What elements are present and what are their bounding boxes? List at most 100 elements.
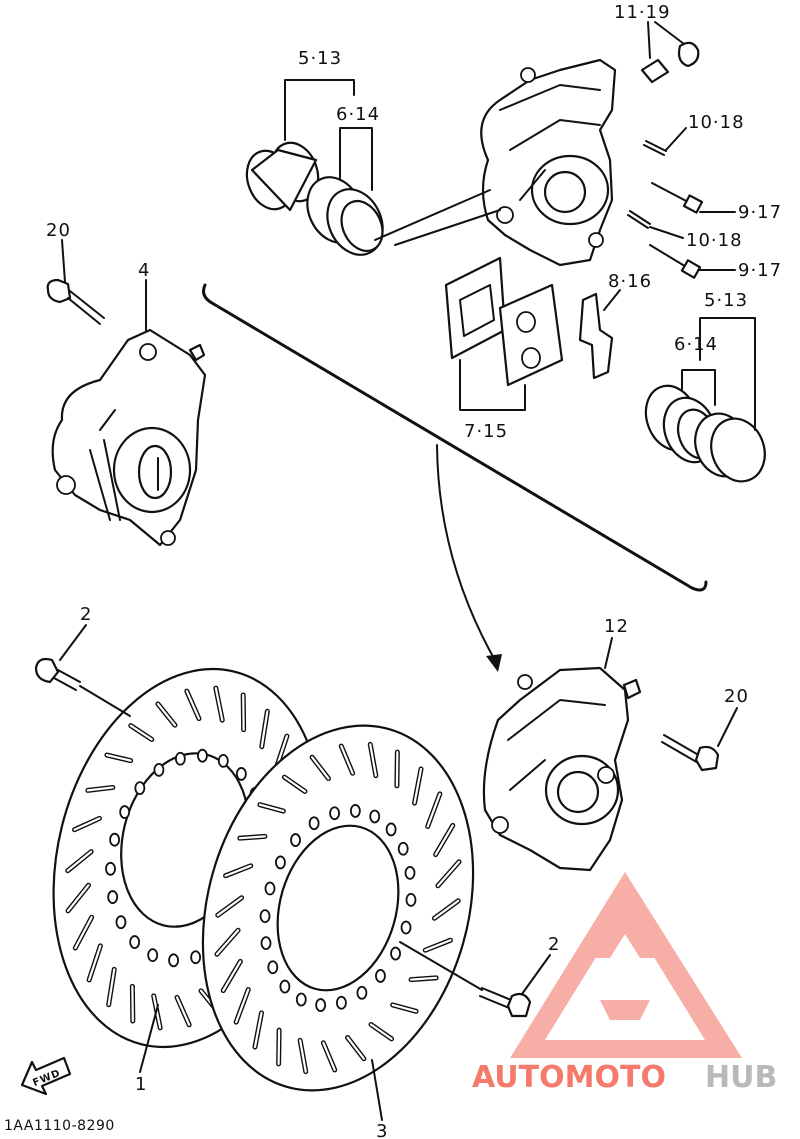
disc-hole — [235, 767, 247, 781]
piston-right — [694, 412, 766, 483]
leader-3 — [371, 1059, 383, 1121]
callout-20-right: 20 — [724, 686, 749, 707]
disc-hole — [217, 753, 229, 768]
disc-hole — [105, 861, 116, 876]
disc-slot — [340, 745, 354, 775]
leader-disc-bolt-bottom — [399, 941, 483, 991]
disc-slot — [283, 776, 307, 793]
disc-hole — [119, 805, 131, 819]
disc-hole — [259, 909, 271, 924]
disc-hole — [107, 890, 119, 904]
disc-hole — [197, 748, 208, 763]
fwd-arrow — [20, 1056, 72, 1096]
disc-slot — [346, 1036, 366, 1060]
disc-bolt-2-bottom — [479, 987, 532, 1018]
callout-20-left: 20 — [46, 220, 71, 241]
disc-hole — [109, 832, 121, 847]
bleeder-screw — [640, 41, 700, 84]
leader-7-15 — [459, 359, 526, 411]
disc-slot — [105, 753, 132, 762]
disc-hole — [275, 855, 286, 870]
leader-6-14-top — [339, 127, 373, 191]
disc-slot — [258, 803, 285, 813]
caliper-left — [51, 328, 207, 547]
disc-hole — [279, 979, 291, 994]
leader-12 — [604, 637, 613, 669]
disc-slot — [156, 702, 177, 727]
disc-hole — [397, 841, 409, 856]
disc-hole — [153, 762, 165, 777]
callout-6-14-right: 6·14 — [674, 334, 718, 355]
leader-5-13-right — [699, 317, 756, 431]
disc-slot — [88, 944, 102, 982]
disc-hole — [405, 892, 417, 907]
callout-5-13-top: 5·13 — [298, 48, 342, 69]
callout-2-bottom: 2 — [548, 934, 560, 955]
disc-slot — [238, 835, 267, 840]
callout-4: 4 — [138, 260, 150, 281]
disc-slot — [215, 929, 240, 956]
leader-2-top — [59, 624, 87, 661]
disc-hole — [260, 936, 272, 951]
disc-hole — [329, 806, 340, 821]
disc-slot — [413, 767, 423, 805]
callout-10-18-b: 10·18 — [686, 230, 743, 251]
disc-hole — [290, 833, 301, 847]
leader-10-18-b — [649, 226, 684, 239]
leader-1 — [139, 1004, 159, 1073]
seal-top — [306, 176, 384, 256]
leader-pad-to-caliper — [374, 189, 501, 246]
disc-slot — [214, 687, 224, 722]
watermark-logo — [510, 872, 742, 1058]
callout-11-19: 11·19 — [614, 2, 671, 23]
brake-disc-3 — [201, 724, 475, 1092]
disc-hole — [369, 809, 381, 824]
disc-slot — [424, 939, 452, 952]
disc-slot — [66, 884, 90, 912]
disc-bolt-2-top — [34, 657, 81, 691]
group-arrow-head — [486, 654, 502, 672]
leader-20-right — [717, 707, 738, 747]
disc-hole — [390, 946, 401, 961]
disc-slot — [74, 916, 93, 950]
callout-12: 12 — [604, 616, 629, 637]
piston-top — [245, 141, 320, 212]
leader-11-19 — [647, 21, 685, 59]
disc-hole — [308, 816, 320, 831]
disc-hole — [375, 969, 386, 983]
disc-hole — [356, 985, 368, 1000]
bolt-20-left — [46, 278, 105, 325]
leader-20-left — [61, 239, 66, 283]
callout-5-13-right: 5·13 — [704, 290, 748, 311]
disc-slot — [310, 756, 330, 780]
callout-8-16: 8·16 — [608, 271, 652, 292]
caliper-right — [482, 666, 642, 872]
disc-slot — [260, 710, 269, 748]
disc-hole — [129, 935, 141, 949]
bolt-20-right — [661, 734, 720, 772]
watermark-text-hub: HUB — [705, 1060, 777, 1095]
callout-2-top: 2 — [80, 604, 92, 625]
disc-slot — [299, 1039, 307, 1073]
disc-slot — [426, 792, 441, 828]
leader-8-16 — [603, 289, 621, 311]
callout-9-17-b: 9·17 — [738, 260, 782, 281]
disc-hole — [147, 948, 159, 963]
disc-hole — [336, 995, 347, 1010]
disc-slot — [224, 864, 252, 877]
disc-hole — [385, 822, 397, 837]
caliper-bolt-b — [649, 244, 702, 279]
disc-slot — [369, 1023, 393, 1040]
group-bracket-line — [202, 283, 708, 592]
diagram-code: 1AA1110-8290 — [4, 1118, 115, 1134]
brake-pad-b — [498, 283, 564, 387]
disc-slot — [73, 817, 101, 831]
disc-hole — [190, 950, 202, 965]
disc-hole — [264, 881, 276, 896]
disc-slot — [86, 786, 114, 792]
disc-hole — [315, 998, 327, 1012]
callout-10-18-a: 10·18 — [688, 112, 745, 133]
disc-hole — [174, 751, 186, 766]
disc-hole — [349, 804, 361, 818]
